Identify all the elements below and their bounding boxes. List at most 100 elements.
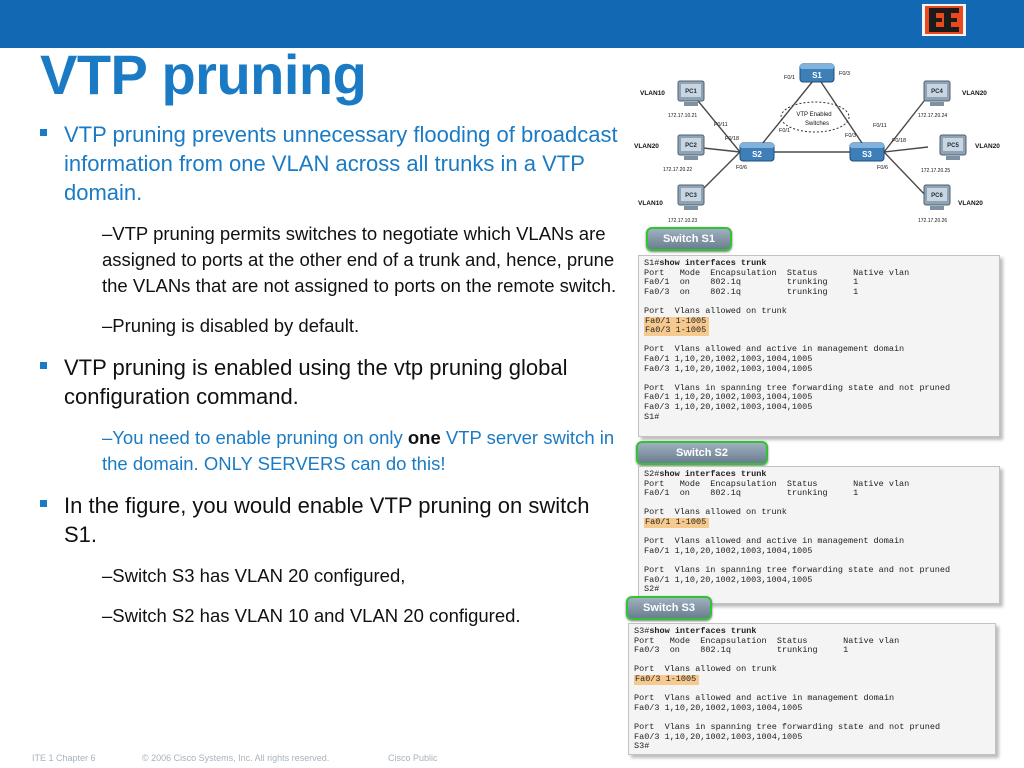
pc2-vlan: VLAN20 <box>634 143 659 150</box>
switch-s2-label: S2 <box>752 150 762 159</box>
topology-links <box>693 75 929 199</box>
port-labels: F0/1 F0/3 F0/18 F0/11 F0/1 F0/6 F0/3 F0/… <box>714 71 906 171</box>
cli-row: Fa0/1 1,10,20,1002,1003,1004,1005 <box>644 574 813 585</box>
pc5-ip: 172.17.20.25 <box>921 168 950 174</box>
switch-s2: S2 <box>739 142 775 162</box>
pc1: PC1 172.17.10.21 VLAN10 <box>640 80 705 119</box>
switch-s1-label: S1 <box>812 71 822 80</box>
bullet-square-icon <box>40 362 47 369</box>
cli-output-s2: S2#show interfaces trunk Port Mode Encap… <box>638 466 1000 604</box>
cli-row: Fa0/3 1,10,20,1002,1003,1004,1005 <box>644 363 813 374</box>
bullet-3-sub-2: –Switch S2 has VLAN 10 and VLAN 20 confi… <box>102 605 521 626</box>
cli-section-allowed: Port Vlans allowed on trunk <box>644 507 787 518</box>
s3-port-f011: F0/11 <box>873 123 887 129</box>
pc1-vlan: VLAN10 <box>640 90 665 97</box>
cli-row: Fa0/1 1,10,20,1002,1003,1004,1005 <box>644 392 813 403</box>
pc3-vlan: VLAN10 <box>638 200 663 207</box>
switch-s3: S3 <box>849 142 885 162</box>
cli-row: Fa0/3 1,10,20,1002,1003,1004,1005 <box>634 731 803 742</box>
cli-row: Fa0/1 on 802.1q trunking 1 <box>644 488 859 499</box>
pc6-vlan: VLAN20 <box>958 200 983 207</box>
s2-port-f01: F0/1 <box>779 128 790 134</box>
network-topology-diagram: S1 S2 S3 F0/1 F0/3 F0/18 F0/11 F0/1 F0/6… <box>634 63 1000 224</box>
cli-row: Fa0/3 1,10,20,1002,1003,1004,1005 <box>634 702 803 713</box>
bullet-1-text: VTP pruning prevents unnecessary floodin… <box>64 122 618 205</box>
pc2-label: PC2 <box>685 143 697 149</box>
pc4-vlan: VLAN20 <box>962 90 987 97</box>
bullet-list: VTP pruning prevents unnecessary floodin… <box>40 120 620 643</box>
cli-highlight-row: Fa0/1 1-1005 <box>644 316 710 327</box>
pc6-ip: 172.17.20.26 <box>918 218 947 224</box>
publisher-logo <box>922 4 966 36</box>
header-bar <box>0 0 1024 48</box>
pc6-label: PC6 <box>931 193 943 199</box>
cli-prompt: S1# <box>644 258 660 268</box>
tab-switch-s1[interactable]: Switch S1 <box>646 227 732 251</box>
cli-command: show interfaces trunk <box>659 258 767 268</box>
cli-prompt: S1# <box>644 411 660 422</box>
pc4-ip: 172.17.20.24 <box>918 113 947 119</box>
pc2: PC2 172.17.20.22 VLAN20 <box>634 134 705 173</box>
s3-port-f06: F0/6 <box>877 165 888 171</box>
s2-port-f011: F0/11 <box>714 122 728 128</box>
cli-highlight-row: Fa0/3 1-1005 <box>644 326 710 336</box>
pc5-label: PC5 <box>947 143 959 149</box>
vtp-label-line2: Switches <box>805 121 829 127</box>
cli-highlight-row: Fa0/3 1-1005 <box>634 674 700 685</box>
cli-header: Port Mode Encapsulation Status Native vl… <box>634 635 900 646</box>
tab-switch-s3[interactable]: Switch S3 <box>626 596 712 620</box>
bullet-2-text: VTP pruning is enabled using the vtp pru… <box>64 355 568 409</box>
pc3: PC3 172.17.10.23 VLAN10 <box>638 184 705 224</box>
slide-title: VTP pruning <box>40 43 367 106</box>
pc5: PC5 172.17.20.25 VLAN20 <box>921 134 1000 174</box>
cli-prompt: S2# <box>644 584 660 595</box>
bullet-3-sub-1: –Switch S3 has VLAN 20 configured, <box>102 565 406 586</box>
cli-row: Fa0/3 1,10,20,1002,1003,1004,1005 <box>644 401 813 412</box>
tab-switch-s2[interactable]: Switch S2 <box>636 441 768 465</box>
s3-port-f018: F0/18 <box>892 138 906 144</box>
cli-command: show interfaces trunk <box>649 626 757 636</box>
footer-classification: Cisco Public <box>388 753 438 763</box>
pc1-label: PC1 <box>685 89 697 95</box>
bullet-1-sub-2: –Pruning is disabled by default. <box>102 315 360 336</box>
bullet-2-sub-post: VTP server switch in the domain. ONLY SE… <box>102 427 615 474</box>
cli-highlight-row: Fa0/1 1-1005 <box>644 517 710 528</box>
footer-course: ITE 1 Chapter 6 <box>32 753 96 763</box>
bullet-2-sub-pre: –You need to enable pruning on only <box>102 427 408 448</box>
pc6: PC6 172.17.20.26 VLAN20 <box>918 184 983 224</box>
cli-prompt: S2# <box>644 469 660 479</box>
cli-section-stp: Port Vlans in spanning tree forwarding s… <box>634 721 941 732</box>
cli-header: Port Mode Encapsulation Status Native vl… <box>644 267 910 278</box>
s2-port-f018: F0/18 <box>725 136 739 142</box>
pc4-label: PC4 <box>931 89 943 95</box>
cli-section-active: Port Vlans allowed and active in managem… <box>644 344 905 355</box>
cli-section-active: Port Vlans allowed and active in managem… <box>644 536 905 547</box>
footer-copyright: © 2006 Cisco Systems, Inc. All rights re… <box>142 753 330 763</box>
cli-section-active: Port Vlans allowed and active in managem… <box>634 693 895 704</box>
bullet-2-sub-1: –You need to enable pruning on only one … <box>102 425 620 477</box>
bullet-square-icon <box>40 129 47 136</box>
bullet-1: VTP pruning prevents unnecessary floodin… <box>40 120 620 207</box>
bullet-3-text: In the figure, you would enable VTP prun… <box>64 493 590 547</box>
cli-row: Fa0/1 on 802.1q trunking 1 <box>644 277 859 288</box>
cli-prompt: S3# <box>634 626 650 636</box>
switch-s3-label: S3 <box>862 150 872 159</box>
cli-prompt: S3# <box>634 741 650 752</box>
bullet-1-sub-1: –VTP pruning permits switches to negotia… <box>102 223 617 296</box>
pc3-ip: 172.17.10.23 <box>668 218 697 224</box>
vtp-domain-outline <box>780 101 850 133</box>
cli-row: Fa0/1 1,10,20,1002,1003,1004,1005 <box>644 353 813 364</box>
pc5-vlan: VLAN20 <box>975 143 1000 150</box>
pc4: PC4 172.17.20.24 VLAN20 <box>918 80 987 119</box>
cli-row: Fa0/3 on 802.1q trunking 1 <box>644 286 859 297</box>
s1-port-f03: F0/3 <box>839 71 850 77</box>
switch-s1: S1 <box>799 63 835 83</box>
bullet-2-sub-emphasis: one <box>407 427 441 448</box>
bullet-3: In the figure, you would enable VTP prun… <box>40 491 620 549</box>
cli-section-stp: Port Vlans in spanning tree forwarding s… <box>644 564 951 575</box>
cli-section-allowed: Port Vlans allowed on trunk <box>634 664 777 675</box>
pc3-label: PC3 <box>685 193 697 199</box>
s2-port-f06: F0/6 <box>736 165 747 171</box>
s3-port-f03: F0/3 <box>845 133 856 139</box>
cli-output-s3: S3#show interfaces trunk Port Mode Encap… <box>628 623 996 755</box>
